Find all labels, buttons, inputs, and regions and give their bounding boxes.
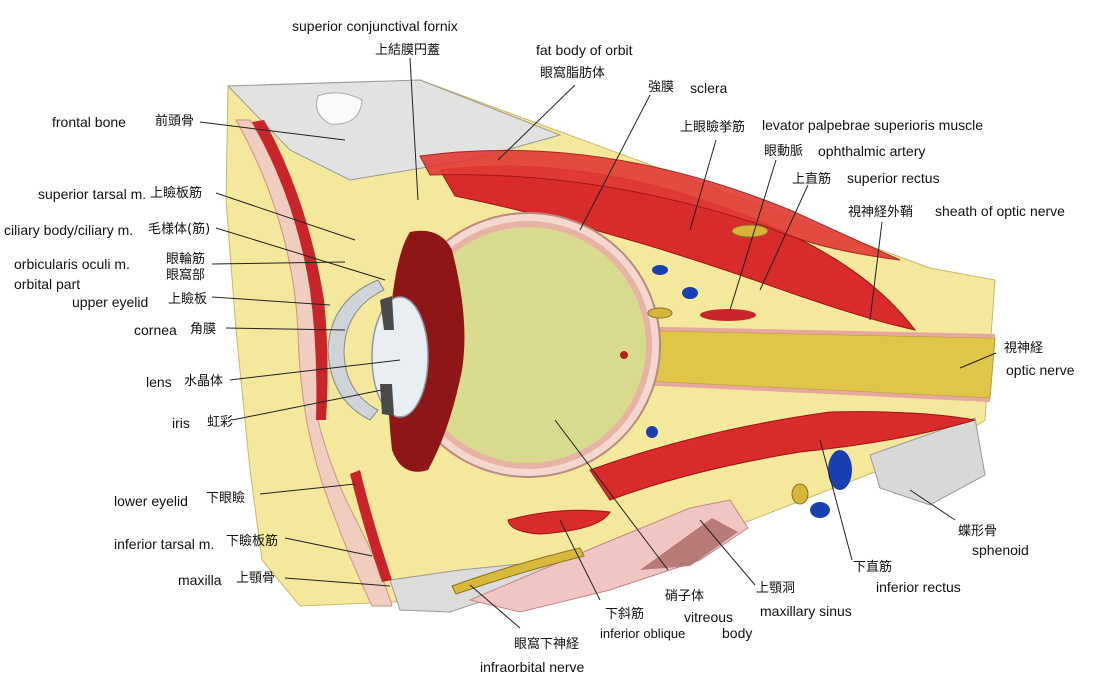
label-vitreous-en2: body <box>722 625 753 641</box>
vitreous-body-shape <box>410 227 646 463</box>
label-superior-tarsal-jp: 上瞼板筋 <box>150 186 203 201</box>
frontal-bone-cavity <box>316 92 363 125</box>
artery-blob-1 <box>700 309 756 321</box>
label-inferior-rectus-jp: 下直筋 <box>853 560 893 575</box>
label-inferior-tarsal-jp: 下瞼板筋 <box>226 534 279 549</box>
label-frontal-bone-jp: 前頭骨 <box>155 114 195 129</box>
vein-blob-5 <box>646 426 658 438</box>
label-inferior-oblique-jp: 下斜筋 <box>605 607 645 622</box>
label-inferior-tarsal-en: inferior tarsal m. <box>114 536 215 552</box>
label-orbicularis-en1: orbicularis oculi m. <box>14 256 130 272</box>
vein-blob-3 <box>652 265 668 275</box>
label-infraorbital-en: infraorbital nerve <box>480 659 585 675</box>
vein-blob-2 <box>810 502 830 518</box>
label-ciliary-en: ciliary body/ciliary m. <box>4 222 134 238</box>
label-sclera-jp: 強膜 <box>648 80 675 95</box>
label-upper-eyelid-en: upper eyelid <box>72 294 149 310</box>
optic-disc-shape <box>620 351 628 359</box>
label-optic-nerve-en: optic nerve <box>1006 362 1075 378</box>
label-iris-en: iris <box>172 415 190 431</box>
label-cornea-en: cornea <box>134 322 177 338</box>
levator-muscle-shape <box>419 149 901 261</box>
label-lower-eyelid-jp: 下眼瞼 <box>206 491 246 506</box>
orbicularis-lower-shape <box>350 470 392 582</box>
infraorbital-nerve-shape <box>451 547 585 595</box>
label-sphenoid-en: sphenoid <box>972 542 1029 558</box>
label-maxillary-sinus-jp: 上顎洞 <box>756 581 796 596</box>
orbicularis-muscle-shape <box>252 120 328 420</box>
label-inferior-oblique-en: inferior oblique <box>600 626 686 641</box>
label-iris-jp: 虹彩 <box>207 415 234 430</box>
iris-shape <box>380 296 394 416</box>
label-levator-en: levator palpebrae superioris muscle <box>762 117 983 133</box>
label-ophthalmic-artery-en: ophthalmic artery <box>818 143 926 159</box>
label-sheath-optic-jp: 視神経外鞘 <box>848 205 914 220</box>
label-ciliary-jp: 毛様体(筋) <box>148 222 211 237</box>
label-lower-eyelid-en: lower eyelid <box>114 493 188 509</box>
label-superior-conjunctival-fornix-en: superior conjunctival fornix <box>292 18 458 34</box>
inferior-oblique-shape <box>507 509 611 535</box>
label-orbicularis-jp1: 眼輪筋 <box>166 252 206 267</box>
cornea-shape <box>327 279 385 421</box>
label-superior-rectus-en: superior rectus <box>847 170 940 186</box>
label-superior-rectus-jp: 上直筋 <box>792 172 832 187</box>
label-fat-body-jp: 眼窩脂肪体 <box>540 66 606 81</box>
label-cornea-jp: 角膜 <box>190 322 217 337</box>
label-ophthalmic-artery-jp: 眼動脈 <box>764 144 804 159</box>
inferior-rectus-shape <box>589 411 976 501</box>
label-upper-eyelid-jp: 上瞼板 <box>168 292 208 307</box>
label-lens-en: lens <box>146 374 172 390</box>
fat-nodule-3 <box>731 224 769 238</box>
label-fat-body-en: fat body of orbit <box>536 42 633 58</box>
label-vitreous-jp: 硝子体 <box>665 589 705 604</box>
label-lens-jp: 水晶体 <box>184 374 224 389</box>
label-orbicularis-en2: orbital part <box>14 276 81 292</box>
label-levator-jp: 上眼瞼挙筋 <box>680 120 746 135</box>
label-infraorbital-jp: 眼窩下神経 <box>514 637 580 652</box>
maxillary-sinus-shape <box>468 499 749 613</box>
lens-shape <box>371 296 429 418</box>
label-sheath-optic-en: sheath of optic nerve <box>935 203 1065 219</box>
label-maxilla-jp: 上顎骨 <box>236 571 276 586</box>
label-optic-nerve-jp: 視神経 <box>1004 341 1044 356</box>
label-maxillary-sinus-en: maxillary sinus <box>760 603 852 619</box>
fat-nodule-1 <box>791 483 809 505</box>
label-orbicularis-jp2: 眼窩部 <box>166 268 206 283</box>
optic-nerve-sheath <box>619 326 996 402</box>
label-superior-tarsal-en: superior tarsal m. <box>38 186 147 202</box>
maxillary-sinus-inner <box>640 518 738 570</box>
label-superior-conjunctival-fornix-jp: 上結膜円蓋 <box>375 43 441 58</box>
label-frontal-bone-en: frontal bone <box>52 114 126 130</box>
vein-blob-4 <box>682 287 698 299</box>
label-vitreous-en1: vitreous <box>684 609 734 625</box>
leader-lines <box>199 57 997 629</box>
label-sphenoid-jp: 蝶形骨 <box>958 524 998 539</box>
label-inferior-rectus-en: inferior rectus <box>876 579 961 595</box>
label-sclera-en: sclera <box>690 80 728 96</box>
vein-blob-1 <box>828 450 852 490</box>
label-maxilla-en: maxilla <box>178 572 222 588</box>
fat-nodule-2 <box>647 307 673 319</box>
